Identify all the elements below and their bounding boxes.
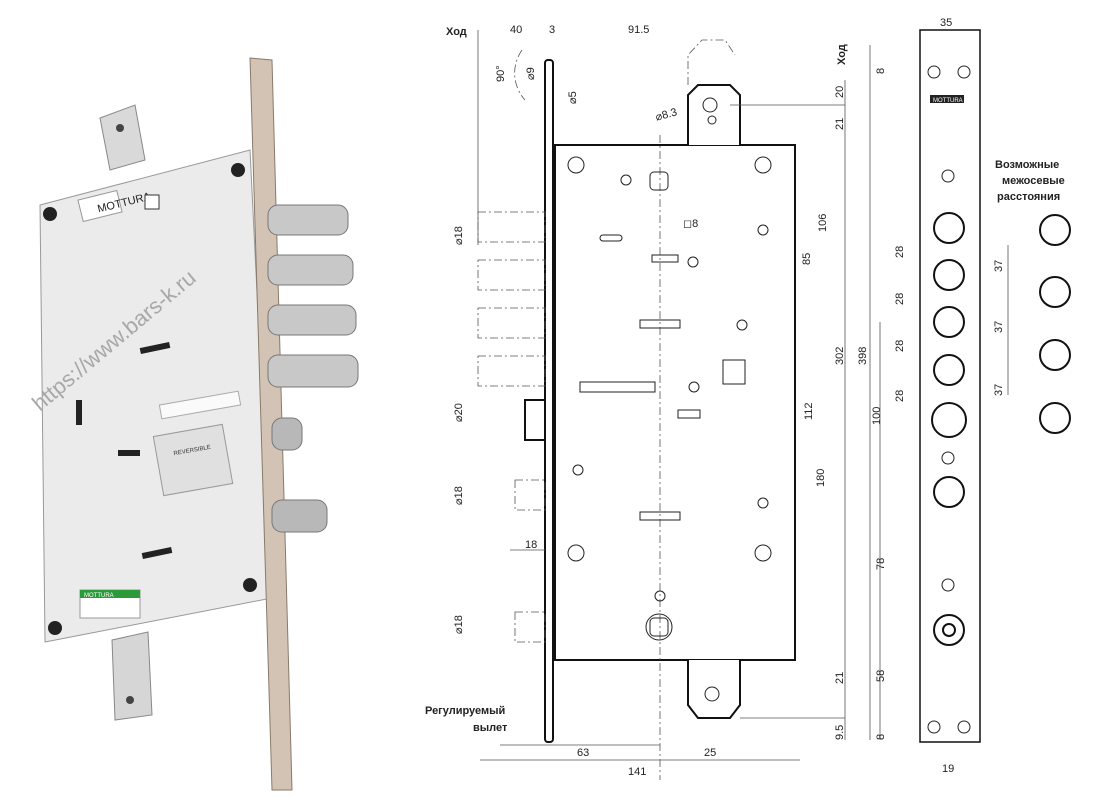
bolts [267, 204, 359, 533]
dim-8-bottom: 8 [875, 734, 887, 740]
dim-85: 85 [801, 253, 813, 265]
dim-sq-8: ◻8 [683, 218, 698, 230]
serial-label: MOTTURA [84, 593, 114, 599]
dim-35: 35 [940, 17, 952, 29]
spacing-label-1: Возможные [995, 159, 1059, 171]
dim-37-b: 37 [993, 321, 1005, 333]
dim-19: 19 [942, 763, 954, 775]
dim-100: 100 [871, 407, 883, 425]
dim-20: 20 [834, 86, 846, 98]
dim-112: 112 [803, 402, 815, 420]
dim-9-5: 9.5 [834, 725, 846, 740]
dim-dia-9: ⌀9 [525, 67, 537, 80]
technical-drawing: MOTTURA Ход Ход Регулируемый вылет Возмо… [425, 17, 1071, 780]
faceplate-side [544, 59, 554, 743]
dim-78: 78 [875, 558, 887, 570]
dim-28-a: 28 [894, 246, 906, 258]
dim-21-bottom: 21 [834, 672, 846, 684]
dim-3: 3 [549, 24, 555, 36]
dim-91-5: 91.5 [628, 24, 649, 36]
dim-37-a: 37 [993, 260, 1005, 272]
dim-dia-20: ⌀20 [453, 403, 465, 422]
strip-brand: MOTTURA [933, 98, 963, 104]
dim-18: 18 [525, 539, 537, 551]
dim-28-d: 28 [894, 390, 906, 402]
dim-dia-18-b: ⌀18 [453, 486, 465, 505]
dim-398: 398 [857, 347, 869, 365]
dim-21-top: 21 [834, 118, 846, 130]
dim-8-top: 8 [875, 68, 887, 74]
dim-302: 302 [834, 347, 846, 365]
dim-dia-5: ⌀5 [567, 91, 579, 104]
lock-case-outline [554, 144, 796, 661]
dim-28-c: 28 [894, 340, 906, 352]
dim-dia-18-c: ⌀18 [453, 615, 465, 634]
dim-63: 63 [577, 747, 589, 759]
faceplate [249, 57, 293, 791]
top-mounting-tab [99, 104, 146, 171]
dim-40: 40 [510, 24, 522, 36]
dim-90-deg: 90° [495, 65, 507, 82]
adjustable-label: Регулируемый [425, 705, 505, 717]
spacing-label-2: межосевые [1002, 175, 1065, 187]
spacing-label-3: расстояния [997, 191, 1060, 203]
lock-photo: MOTTURA REVERSIBLE MOTTURA https://www.b… [27, 57, 359, 791]
dim-37-c: 37 [993, 384, 1005, 396]
adjustable-label-2: вылет [473, 722, 508, 734]
bottom-mounting-tab [111, 631, 153, 721]
dim-25: 25 [704, 747, 716, 759]
cylinder-hole [722, 359, 746, 385]
dim-141: 141 [628, 766, 646, 778]
dim-58: 58 [875, 670, 887, 682]
stroke-label-right: Ход [836, 44, 848, 65]
dim-dia-18-bolt: ⌀18 [453, 226, 465, 245]
dim-28-b: 28 [894, 293, 906, 305]
stroke-label-top: Ход [446, 26, 467, 38]
dim-106: 106 [817, 214, 829, 232]
dim-dia-8-3: ⌀8.3 [654, 106, 678, 123]
dim-180: 180 [815, 469, 827, 487]
